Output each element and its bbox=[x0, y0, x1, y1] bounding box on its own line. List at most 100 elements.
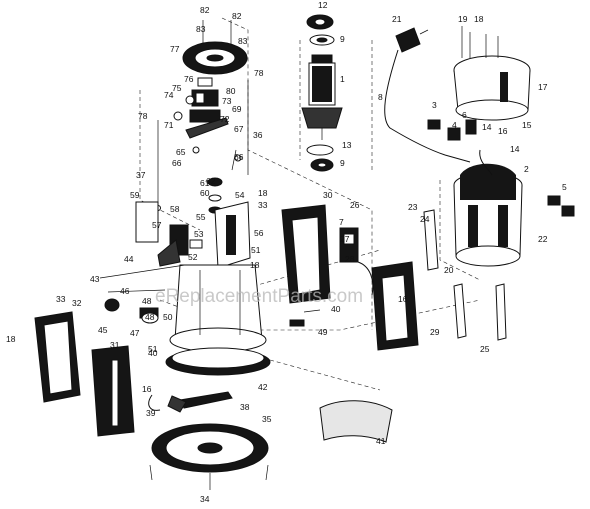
part-number-label: 4 bbox=[452, 120, 457, 130]
part-number-label: 9 bbox=[340, 34, 345, 44]
part-number-label: 74 bbox=[164, 90, 174, 100]
part-number-label: 18 bbox=[474, 14, 484, 24]
power-cord bbox=[384, 27, 471, 163]
label-plate bbox=[135, 201, 159, 243]
part-number-label: 78 bbox=[254, 68, 264, 78]
part-number-label: 34 bbox=[200, 494, 210, 504]
motor-housing bbox=[453, 149, 523, 267]
part-number-label: 19 bbox=[458, 14, 468, 24]
switch-body bbox=[339, 227, 374, 296]
part-number-label: 78 bbox=[138, 111, 148, 121]
part-number-label: 45 bbox=[98, 325, 108, 335]
sub-base bbox=[149, 423, 269, 490]
part-number-label: 36 bbox=[253, 130, 263, 140]
part-number-label: 62 bbox=[206, 176, 216, 186]
part-number-label: 35 bbox=[262, 414, 272, 424]
part-number-labels: 1234567899121314141516161617181818181920… bbox=[6, 0, 567, 504]
part-number-label: 55 bbox=[196, 212, 206, 222]
part-number-label: 42 bbox=[258, 382, 268, 392]
part-number-label: 18 bbox=[250, 260, 260, 270]
armature-assembly bbox=[301, 14, 343, 172]
part-number-label: 1 bbox=[340, 74, 345, 84]
mounting-strips bbox=[423, 209, 507, 341]
part-number-label: 8 bbox=[378, 92, 383, 102]
part-number-label: 83 bbox=[196, 24, 206, 34]
connector bbox=[547, 195, 575, 217]
side-handle bbox=[281, 204, 331, 304]
base-cover bbox=[319, 400, 393, 443]
part-number-label: 33 bbox=[258, 200, 268, 210]
part-number-label: 16 bbox=[398, 294, 408, 304]
part-number-label: 16 bbox=[498, 126, 508, 136]
part-number-label: 41 bbox=[376, 436, 386, 446]
part-number-label: 80 bbox=[226, 86, 236, 96]
part-number-label: 48 bbox=[142, 296, 152, 306]
part-number-label: 13 bbox=[342, 140, 352, 150]
part-number-label: 49 bbox=[318, 327, 328, 337]
part-number-label: 23 bbox=[408, 202, 418, 212]
part-number-label: 43 bbox=[90, 274, 100, 284]
part-number-label: 26 bbox=[350, 200, 360, 210]
small-hardware bbox=[192, 146, 242, 214]
part-number-label: 69 bbox=[232, 104, 242, 114]
part-number-label: 66 bbox=[234, 152, 244, 162]
part-number-label: 39 bbox=[146, 408, 156, 418]
part-number-label: 14 bbox=[510, 144, 520, 154]
top-housing bbox=[453, 26, 531, 121]
part-number-label: 75 bbox=[172, 83, 182, 93]
part-number-label: 17 bbox=[538, 82, 548, 92]
part-number-label: 52 bbox=[188, 252, 198, 262]
misc-screws bbox=[289, 309, 321, 327]
switch-assembly bbox=[173, 77, 229, 139]
part-number-label: 66 bbox=[172, 158, 182, 168]
part-number-label: 83 bbox=[238, 36, 248, 46]
part-number-label: 40 bbox=[331, 304, 341, 314]
part-number-label: 48 bbox=[145, 312, 155, 322]
bearing-plate bbox=[182, 20, 248, 75]
part-number-label: 29 bbox=[430, 327, 440, 337]
part-number-label: 50 bbox=[163, 312, 173, 322]
part-number-label: 9 bbox=[340, 158, 345, 168]
part-number-label: 51 bbox=[251, 245, 261, 255]
part-number-label: 28 bbox=[345, 254, 355, 264]
part-number-label: 22 bbox=[538, 234, 548, 244]
part-number-label: 51 bbox=[148, 344, 158, 354]
left-handle bbox=[34, 311, 81, 403]
shaft-assembly bbox=[99, 264, 186, 324]
wrench bbox=[148, 391, 233, 413]
part-number-label: 54 bbox=[235, 190, 245, 200]
part-number-label: 67 bbox=[234, 124, 244, 134]
part-number-label: 46 bbox=[120, 286, 130, 296]
part-number-label: 2 bbox=[524, 164, 529, 174]
part-number-label: 15 bbox=[522, 120, 532, 130]
part-number-label: 6 bbox=[462, 110, 467, 120]
part-number-label: 24 bbox=[420, 214, 430, 224]
part-number-label: 14 bbox=[482, 122, 492, 132]
part-number-label: 18 bbox=[258, 188, 268, 198]
part-number-label: 5 bbox=[562, 182, 567, 192]
part-number-label: 65 bbox=[176, 147, 186, 157]
part-number-label: 56 bbox=[254, 228, 264, 238]
part-number-label: 7 bbox=[339, 217, 344, 227]
part-number-label: 44 bbox=[124, 254, 134, 264]
part-number-label: 25 bbox=[480, 344, 490, 354]
part-number-label: 38 bbox=[240, 402, 250, 412]
part-number-label: 47 bbox=[130, 328, 140, 338]
part-number-label: 61 bbox=[200, 178, 210, 188]
part-number-label: 18 bbox=[6, 334, 16, 344]
part-number-label: 21 bbox=[392, 14, 402, 24]
handle-plate bbox=[214, 201, 251, 269]
part-number-label: 82 bbox=[232, 11, 242, 21]
part-number-label: 58 bbox=[170, 204, 180, 214]
part-number-label: 30 bbox=[323, 190, 333, 200]
part-number-label: 77 bbox=[170, 44, 180, 54]
brackets bbox=[157, 224, 203, 267]
part-number-label: 3 bbox=[432, 100, 437, 110]
part-number-label: 82 bbox=[200, 5, 210, 15]
part-number-label: 20 bbox=[444, 265, 454, 275]
part-number-label: 37 bbox=[136, 170, 146, 180]
part-number-label: 59 bbox=[130, 190, 140, 200]
right-handle bbox=[371, 261, 419, 351]
